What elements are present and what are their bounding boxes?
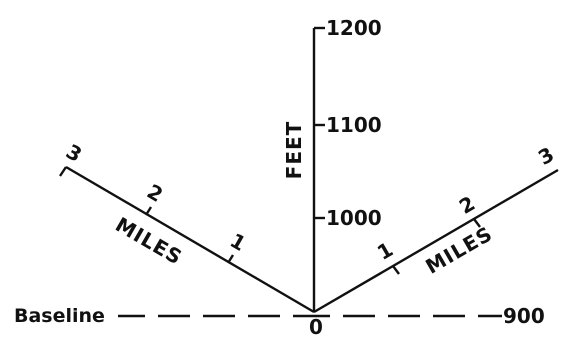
right-tick-label-3: 3 <box>534 142 558 170</box>
right-tick-label-2: 2 <box>455 191 479 219</box>
left-tick-1 <box>226 254 235 264</box>
vertical-tick-label-1100: 1100 <box>326 113 382 137</box>
left-tick-label-1: 1 <box>226 228 250 256</box>
right-axis-label: MILES <box>421 221 496 278</box>
baseline-end-label: 900 <box>503 304 545 328</box>
origin-label: 0 <box>309 315 323 339</box>
vertical-tick-label-1000: 1000 <box>326 206 382 230</box>
left-tick-3 <box>59 166 67 177</box>
baseline-label: Baseline <box>14 305 105 327</box>
left-tick-label-3: 3 <box>62 139 86 167</box>
left-tick-label-2: 2 <box>143 179 167 207</box>
left-axis-label: MILES <box>111 212 186 269</box>
right-tick-2 <box>473 218 481 228</box>
right-tick-label-1: 1 <box>373 237 397 265</box>
left-axis-line <box>65 165 315 314</box>
vertical-tick-label-1200: 1200 <box>326 16 382 40</box>
left-tick-2 <box>144 206 153 216</box>
right-axis-line <box>313 168 559 314</box>
right-tick-1 <box>392 265 400 275</box>
vertical-axis-label: FEET <box>282 121 306 180</box>
